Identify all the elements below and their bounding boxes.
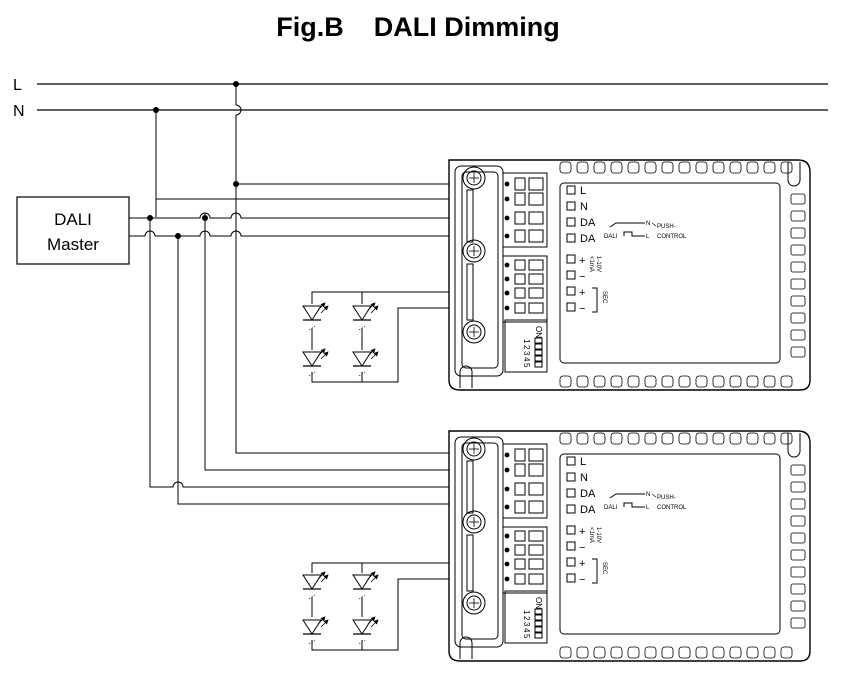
sec-label: SEC — [601, 291, 607, 304]
dip-on-label: ON — [534, 326, 543, 338]
driver-top: ON12345LNDADA+−+−1-10V<1mASECDALINLPUSH-… — [448, 159, 811, 391]
terminal-label: DA — [580, 504, 596, 516]
control-label: CONTROL — [657, 234, 687, 240]
dip-switch — [504, 319, 548, 373]
label-window — [559, 453, 781, 635]
led-icon — [352, 348, 379, 377]
input-terminal-block — [502, 443, 548, 519]
control-label: CONTROL — [657, 505, 687, 511]
led-array-bottom — [311, 562, 505, 651]
driver-housing — [448, 430, 811, 662]
dip-number: 2 — [522, 345, 531, 350]
output-terminal-block — [502, 255, 548, 323]
output-label: + — [579, 526, 585, 538]
mains-n-label: N — [13, 103, 25, 120]
push-label: PUSH- — [657, 495, 676, 501]
output-label: − — [579, 271, 585, 283]
dip-number: 4 — [522, 357, 531, 362]
dip-number: 1 — [522, 339, 531, 344]
sec-label: SEC — [601, 562, 607, 575]
dip-number: 3 — [522, 351, 531, 356]
input-terminal-block — [502, 172, 548, 248]
led-icon — [352, 571, 379, 600]
driver-bottom: ON12345LNDADA+−+−1-10V<1mASECDALINLPUSH-… — [448, 430, 811, 662]
dali-master: DALI Master — [16, 196, 130, 265]
switch-n-label: N — [646, 492, 650, 498]
dip-number: 2 — [522, 616, 531, 621]
figure-title: Fig.B DALI Dimming — [276, 12, 560, 42]
dip-number: 3 — [522, 622, 531, 627]
dim-voltage-label: 1-10V — [595, 527, 601, 543]
output-label: + — [579, 558, 585, 570]
label-window — [559, 182, 781, 364]
dali-master-label-1: DALI — [54, 210, 92, 229]
current-limit-label: <1mA — [588, 527, 594, 543]
dip-on-label: ON — [534, 597, 543, 609]
led-icon — [302, 348, 329, 377]
output-label: − — [579, 542, 585, 554]
output-label: + — [579, 255, 585, 267]
dali-master-label-2: Master — [47, 235, 99, 254]
dip-number: 5 — [522, 363, 531, 368]
terminal-label: DA — [580, 488, 596, 500]
driver-housing — [448, 159, 811, 391]
led-icon — [302, 302, 329, 331]
led-array-top — [311, 291, 505, 383]
current-limit-label: <1mA — [588, 256, 594, 272]
terminal-label: N — [580, 472, 588, 484]
led-icon — [302, 616, 329, 645]
led-symbols — [302, 302, 379, 645]
mains-l-label: L — [13, 77, 22, 94]
dim-voltage-label: 1-10V — [595, 256, 601, 272]
dip-number: 1 — [522, 610, 531, 615]
output-label: + — [579, 287, 585, 299]
dali-switch-label: DALI — [604, 505, 618, 511]
output-label: − — [579, 574, 585, 586]
switch-l-label: L — [646, 505, 650, 511]
wire-junctions — [147, 81, 239, 239]
switch-n-label: N — [646, 221, 650, 227]
dip-number: 5 — [522, 634, 531, 639]
output-label: − — [579, 303, 585, 315]
switch-l-label: L — [646, 234, 650, 240]
led-icon — [352, 302, 379, 331]
terminal-label: DA — [580, 233, 596, 245]
led-icon — [352, 616, 379, 645]
terminal-label: L — [580, 456, 586, 468]
terminal-label: DA — [580, 217, 596, 229]
led-icon — [302, 571, 329, 600]
terminal-label: N — [580, 201, 588, 213]
push-label: PUSH- — [657, 224, 676, 230]
dip-number: 4 — [522, 628, 531, 633]
output-terminal-block — [502, 526, 548, 594]
terminal-label: L — [580, 185, 586, 197]
dali-switch-label: DALI — [604, 234, 618, 240]
dip-switch — [504, 590, 548, 644]
wiring — [129, 84, 505, 505]
